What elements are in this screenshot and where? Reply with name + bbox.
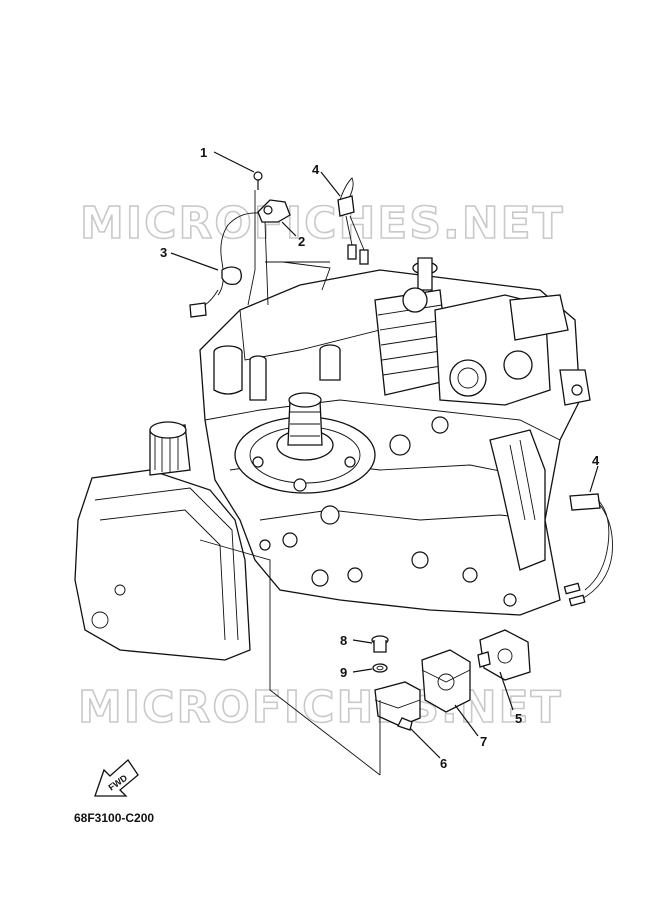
diagram-code: 68F3100-C200 — [74, 811, 155, 825]
part-4-right-sensor — [563, 493, 613, 607]
part-3-screw — [253, 171, 263, 190]
callout-6: 6 — [440, 756, 447, 771]
callout-4-right: 4 — [592, 453, 600, 468]
part-2-clip — [189, 266, 242, 318]
watermark-top: MICROFICHES.NET — [80, 198, 565, 249]
watermark-bottom: MICROFICHES.NET — [78, 682, 563, 733]
callout-7: 7 — [480, 734, 487, 749]
part-5-sensor — [477, 629, 531, 681]
fwd-arrow-icon: FWD — [94, 759, 139, 797]
callout-5: 5 — [515, 711, 522, 726]
part-4-top-sensor — [337, 177, 369, 265]
leader-lines — [170, 151, 599, 776]
engine-block — [74, 257, 591, 661]
part-1-bracket — [217, 199, 291, 296]
callout-1: 2 — [298, 234, 305, 249]
callout-8: 8 — [340, 633, 347, 648]
part-9-washer — [372, 663, 388, 673]
part-8-bolt — [371, 635, 389, 653]
callout-3: 1 — [200, 145, 207, 160]
callout-4-top: 4 — [312, 162, 320, 177]
part-7-block — [421, 649, 471, 713]
callout-9: 9 — [340, 665, 347, 680]
part-6-bracket — [374, 681, 421, 731]
callout-2: 3 — [160, 245, 167, 260]
